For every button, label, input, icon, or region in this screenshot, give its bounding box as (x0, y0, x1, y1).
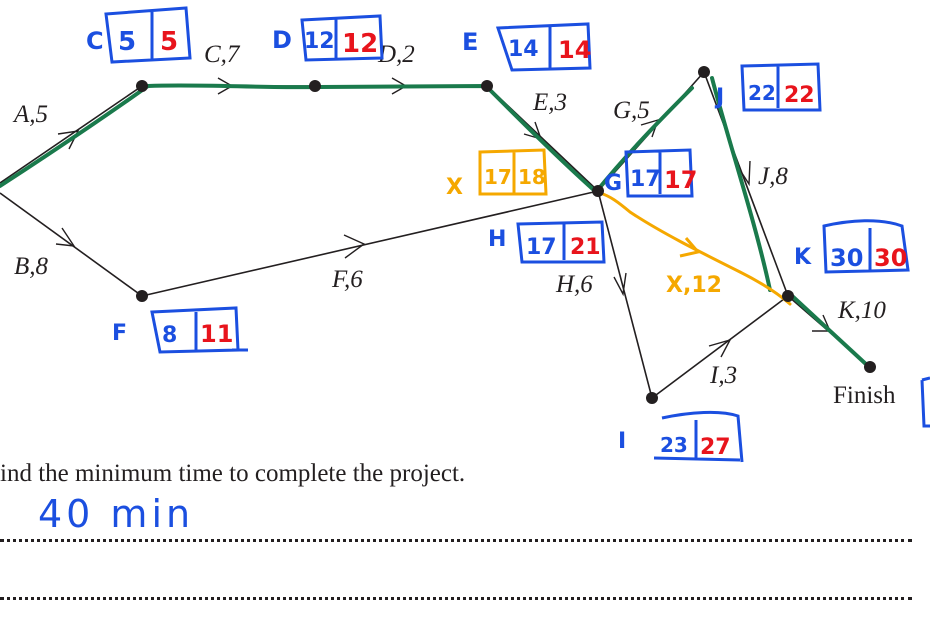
annotation-h-early: 17 (526, 235, 557, 260)
edge-f (141, 190, 599, 297)
answer-line-1[interactable] (0, 539, 912, 542)
annotation-k-box (822, 219, 910, 274)
edge-label-g: G,5 (613, 97, 650, 124)
arrow-i-icon (708, 338, 732, 358)
handwritten-answer: 40 min (38, 492, 195, 536)
dummy-path (598, 191, 792, 306)
annotation-g-box (624, 148, 694, 198)
annotation-d-letter: D (272, 26, 292, 54)
edge-label-h: H,6 (555, 271, 593, 298)
annotation-c-box (104, 6, 192, 64)
edge-label-e: E,3 (532, 89, 567, 116)
annotation-g: G 17 17 (604, 148, 697, 198)
annotation-f: F 8 11 (112, 306, 248, 354)
nodes-layer (136, 66, 876, 404)
annotation-j-box (740, 62, 822, 112)
dummy-arrow-icon (679, 237, 701, 258)
annotation-k-letter: K (794, 245, 812, 270)
arrow-a-icon (57, 130, 80, 150)
annotation-x-early: 17 (484, 165, 512, 189)
annotation-i-late: 27 (700, 435, 731, 460)
annotation-c-late: 5 (160, 27, 178, 57)
annotation-x-letter: X (446, 175, 463, 200)
annotation-i-letter: I (618, 429, 626, 454)
critical-path (0, 76, 870, 368)
annotation-x-edge: X,12 (666, 273, 722, 298)
edge-label-i: I,3 (709, 362, 737, 389)
dummy-edge-label: X,12 (666, 273, 722, 298)
annotation-i-box (653, 410, 744, 463)
annotation-f-late: 11 (200, 320, 233, 348)
edges-layer (0, 71, 871, 399)
annotation-f-box (150, 306, 248, 354)
annotation-c-early: 5 (118, 27, 136, 57)
annotation-e: E 14 14 (462, 22, 592, 72)
annotation-k: K 30 30 (794, 219, 910, 274)
answer-line-2[interactable] (0, 597, 912, 600)
annotation-x-box (478, 148, 548, 196)
edge-i (651, 295, 789, 399)
annotation-e-early: 14 (508, 37, 539, 62)
edge-a (0, 85, 143, 184)
annotation-j: J 22 22 (714, 62, 822, 112)
edge-label-c: C,7 (204, 41, 241, 68)
annotation-d-late: 12 (342, 29, 378, 59)
edge-j (703, 71, 789, 297)
finish-label: Finish (833, 382, 896, 409)
annotation-f-letter: F (112, 321, 127, 346)
edge-b (0, 192, 143, 297)
annotation-d-early: 12 (304, 29, 335, 54)
annotation-h: H 17 21 (488, 220, 606, 264)
annotation-h-box (516, 220, 606, 264)
annotation-d: D 12 12 (272, 14, 384, 62)
annotation-c: C 5 5 (86, 6, 192, 64)
node-finish (864, 361, 876, 373)
arrowheads (55, 77, 832, 358)
annotation-k-late: 30 (874, 244, 907, 272)
annotation-i-early: 23 (660, 433, 688, 457)
node-3 (481, 80, 493, 92)
arrow-j-icon (737, 160, 751, 187)
edge-h (597, 190, 653, 399)
annotation-i: I 23 27 (618, 410, 744, 463)
edge-label-k: K,10 (837, 297, 886, 324)
edge-label-a: A,5 (12, 101, 48, 128)
node-2 (309, 80, 321, 92)
annotation-g-late: 17 (664, 166, 697, 194)
question-text: ind the minimum time to complete the pro… (0, 460, 466, 487)
node-8 (782, 290, 794, 302)
annotation-j-letter: J (714, 85, 724, 110)
edge-label-j: J,8 (758, 163, 788, 190)
arrow-b-icon (55, 227, 76, 247)
annotation-j-late: 22 (784, 83, 815, 108)
annotation-k-early: 30 (830, 244, 863, 272)
arrow-f-icon (343, 234, 366, 259)
annotation-d-box (300, 14, 384, 62)
node-1 (136, 80, 148, 92)
annotation-e-letter: E (462, 28, 478, 56)
annotation-e-late: 14 (558, 36, 591, 64)
node-6 (698, 66, 710, 78)
annotation-x-late: 18 (518, 165, 546, 189)
node-7 (646, 392, 658, 404)
annotation-h-letter: H (488, 227, 506, 252)
annotation-g-letter: G (604, 171, 622, 196)
annotation-c-letter: C (86, 27, 104, 55)
annotation-finish-box-partial (920, 376, 930, 428)
annotation-x: X 17 18 (446, 148, 548, 200)
edge-label-b: B,8 (14, 253, 49, 280)
node-4 (136, 290, 148, 302)
annotation-e-box (495, 22, 592, 72)
annotation-f-early: 8 (162, 323, 177, 348)
annotation-h-late: 21 (570, 235, 601, 260)
arrow-h-icon (613, 272, 627, 297)
node-5 (592, 185, 604, 197)
annotation-j-early: 22 (748, 81, 776, 105)
edge-label-f: F,6 (331, 266, 363, 293)
annotation-g-early: 17 (630, 167, 661, 192)
